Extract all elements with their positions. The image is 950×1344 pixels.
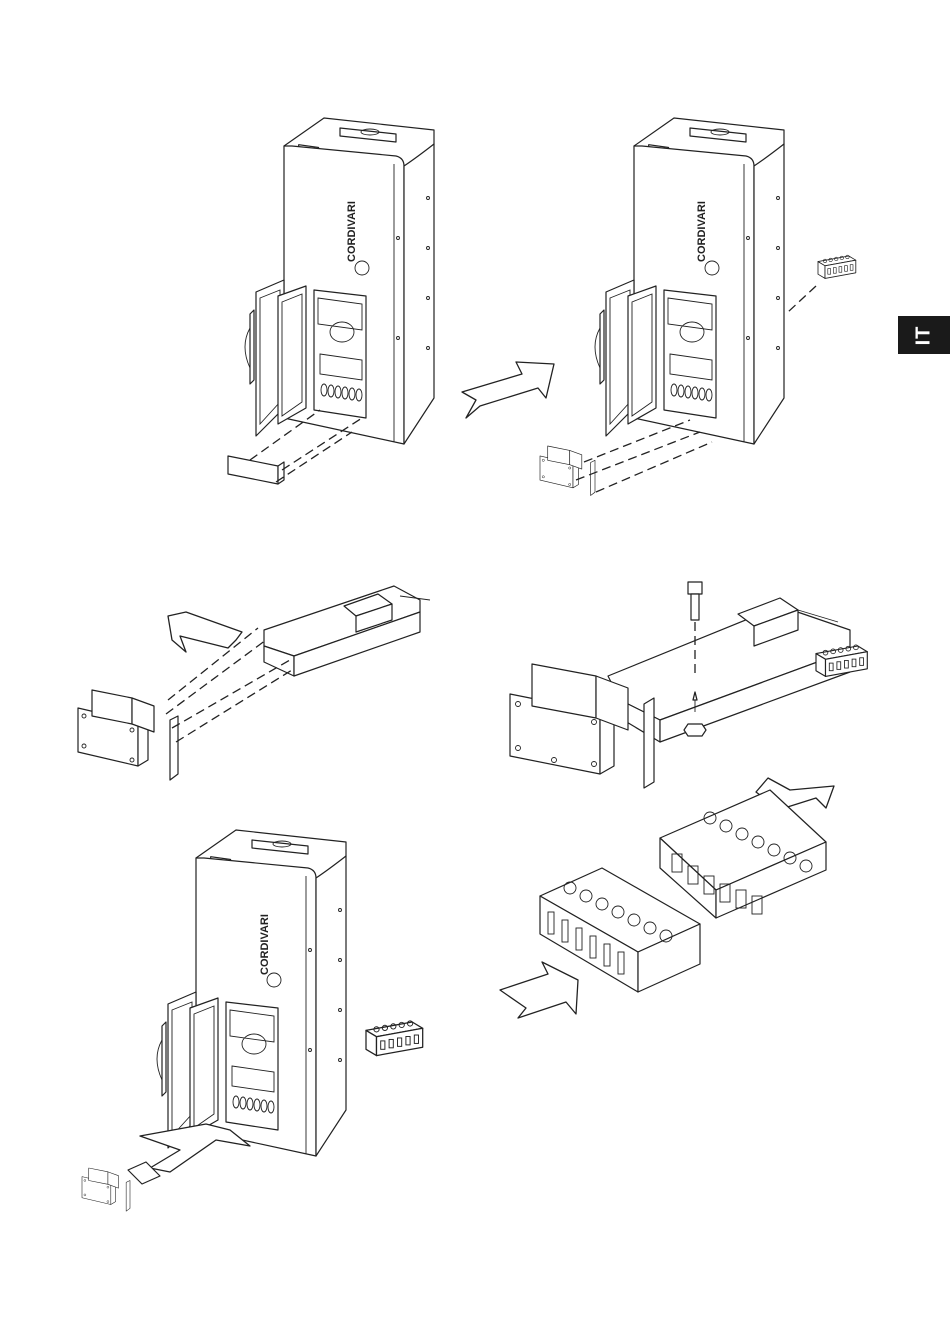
slide-out-arrow-icon: [168, 612, 242, 652]
figure-boiler-reinsert-burner: CORDIVARI: [82, 830, 423, 1211]
direction-arrow-icon: [462, 362, 554, 418]
svg-text:CORDIVARI: CORDIVARI: [696, 201, 708, 262]
connector-arrow-icon: [500, 962, 578, 1018]
svg-text:CORDIVARI: CORDIVARI: [259, 914, 271, 975]
figure-burner-bolt-and-connector: [510, 582, 867, 788]
brand-logo-text: CORDIVARI: [346, 201, 358, 262]
figure-connector-plug-orientation: [500, 778, 834, 1018]
figure-boiler-remove-ash-drawer: CORDIVARI: [228, 118, 434, 484]
figure-boiler-remove-burner-and-connector: CORDIVARI: [540, 118, 856, 496]
figure-burner-slide-out: [78, 586, 430, 780]
